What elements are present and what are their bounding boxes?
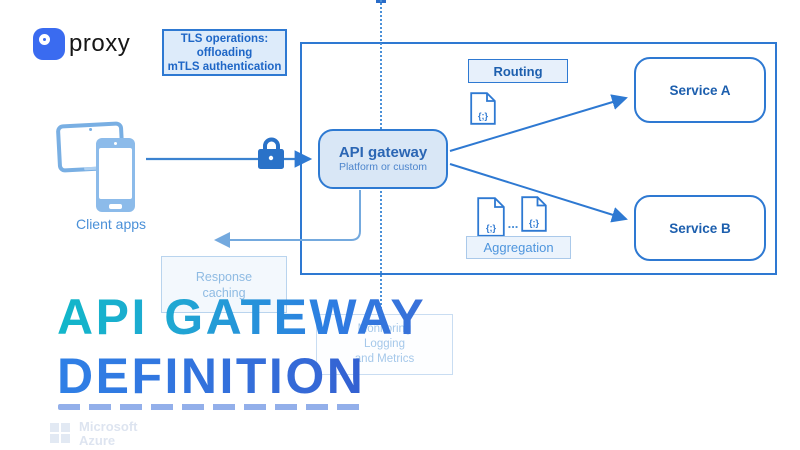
json-document-icon: {;} [477,197,505,237]
monitoring-line-2: Logging [364,337,405,352]
response-caching-line-2: caching [202,285,245,301]
api-gateway-node: API gateway Platform or custom [318,129,448,189]
phone-screen [99,148,132,199]
logo-ring-shape [39,34,50,45]
page-title-line-1: API GATEWAY [57,289,427,345]
response-caching-line-1: Response [195,269,253,284]
service-a-node: Service A [634,57,766,123]
aggregation-ellipsis: ... [507,216,519,231]
json-document-icon: {;} [521,196,547,232]
aggregation-label: Aggregation [483,240,554,255]
routing-label-box: Routing [468,59,568,83]
gateway-subtitle: Platform or custom [338,161,428,173]
aggregation-label-box: Aggregation [466,236,571,259]
azure-watermark: Microsoft Azure [50,420,138,448]
monitoring-line-3: and Metrics [355,352,414,367]
client-apps-label: Client apps [75,216,147,232]
gateway-title: API gateway [338,144,428,161]
monitoring-line-1: Monitoring [358,322,412,337]
tablet-camera-dot [88,127,92,132]
routing-label: Routing [493,63,543,79]
watermark-line-1: Microsoft [79,419,138,434]
9proxy-logo-icon [33,28,65,60]
service-b-label: Service B [669,220,731,236]
json-doc-glyph: {;} [477,111,488,121]
response-caching-box: Response caching [161,256,287,313]
tls-line-2: offloading [196,46,253,59]
tls-line-3: mTLS authentication [167,60,282,73]
page-title-line-2: DEFINITION [57,347,426,406]
phone-home-bar [109,204,122,209]
tls-operations-note: TLS operations: offloading mTLS authenti… [162,29,287,76]
monitoring-box: Monitoring Logging and Metrics [316,314,453,375]
microsoft-grid-icon [50,423,71,444]
json-doc-glyph: {;} [485,223,496,233]
lock-icon [258,137,284,169]
watermark-line-2: Azure [79,433,116,448]
json-doc-glyph: {;} [528,218,539,228]
faded-text-row [58,404,363,410]
phone-camera-dot [114,142,117,145]
page-title: API GATEWAY DEFINITION [57,288,426,406]
json-document-icon: {;} [470,92,496,125]
service-a-label: Service A [669,82,731,98]
smartphone-icon [96,138,135,212]
brand-name: proxy [69,30,131,57]
tls-line-1: TLS operations: [180,32,269,45]
service-b-node: Service B [634,195,766,261]
brand-logo: proxy [33,28,130,60]
